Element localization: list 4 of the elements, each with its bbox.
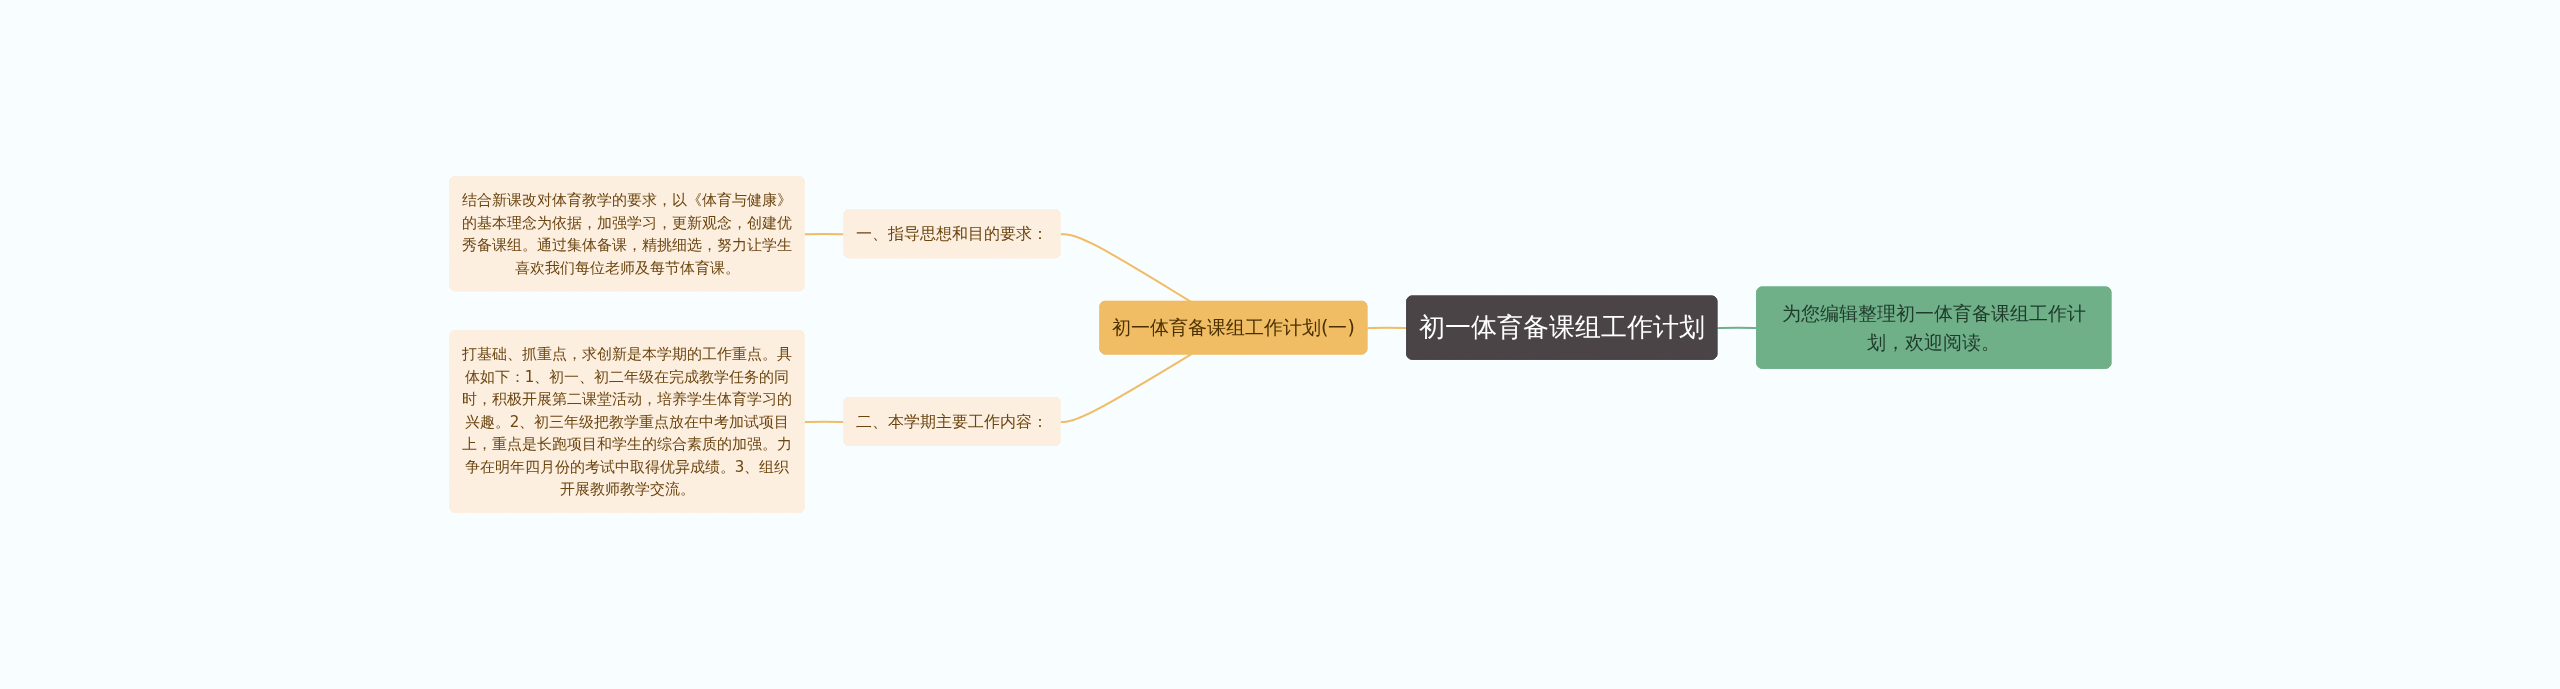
connector bbox=[1715, 326, 1758, 330]
connector bbox=[1059, 353, 1192, 423]
connector bbox=[1365, 326, 1408, 330]
connector bbox=[1059, 233, 1192, 303]
